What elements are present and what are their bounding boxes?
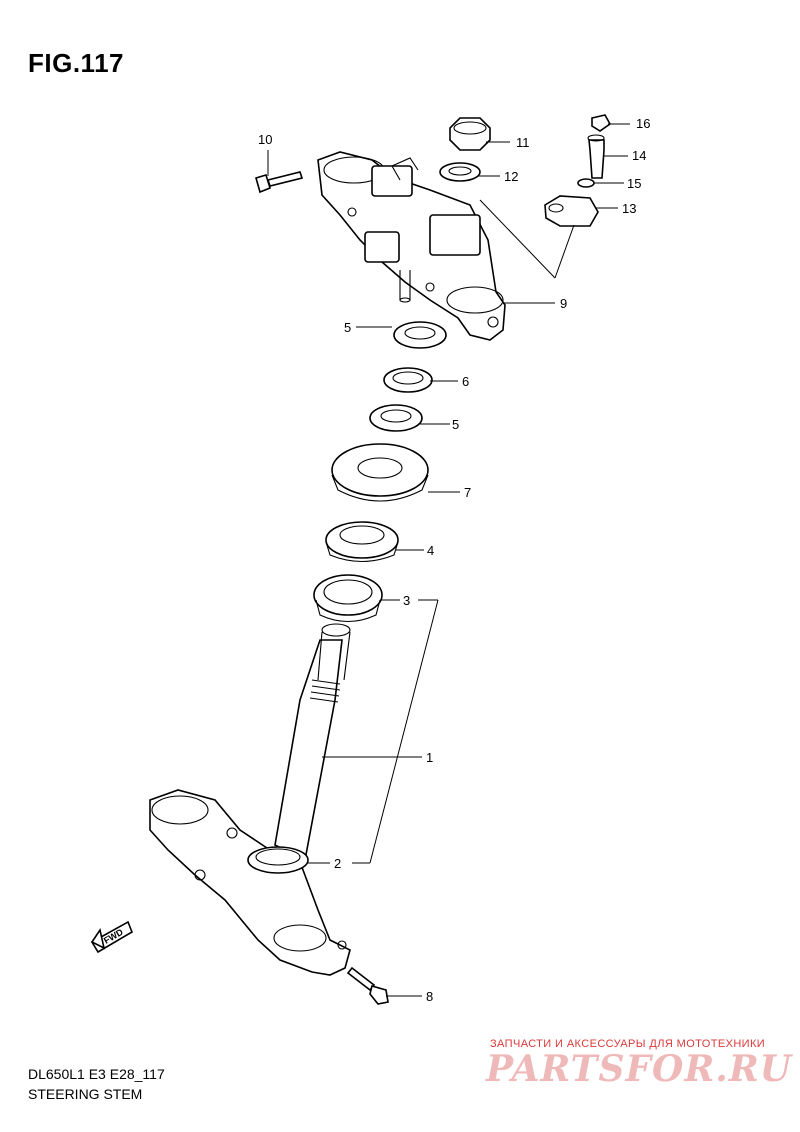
pinch-bolt-upper [255, 171, 304, 194]
stem-washer [439, 162, 481, 182]
lower-bearing [313, 574, 383, 623]
figure-title: FIG.117 [28, 48, 124, 78]
lock-washer [383, 367, 433, 393]
model-code: DL650L1 E3 E28_117 [28, 1066, 165, 1082]
callout-15: 15 [627, 176, 641, 191]
fwd-arrow: FWD [90, 920, 133, 954]
holder-washer [577, 178, 595, 188]
watermark-tagline: ЗАПЧАСТИ И АКСЕССУАРЫ ДЛЯ МОТОТЕХНИКИ [490, 1038, 766, 1050]
holder-bolt [587, 134, 605, 179]
callout-5-upper: 5 [344, 320, 351, 335]
section-name: STEERING STEM [28, 1086, 143, 1102]
upper-bracket [317, 151, 506, 341]
callout-numbers: 10 11 12 16 14 15 13 9 5 6 5 7 4 3 1 2 8 [258, 116, 650, 1004]
stem-nut [449, 117, 491, 151]
callout-4: 4 [427, 543, 434, 558]
callout-11: 11 [516, 135, 530, 150]
callout-9: 9 [560, 296, 567, 311]
steering-nut-lower [369, 404, 423, 432]
pinch-bolt-lower [346, 966, 389, 1005]
callout-10: 10 [258, 132, 272, 147]
callout-3: 3 [403, 593, 410, 608]
callout-13: 13 [622, 201, 636, 216]
upper-bearing [325, 521, 399, 562]
steering-nut-upper [393, 321, 447, 349]
callout-14: 14 [632, 148, 646, 163]
callout-5-lower: 5 [452, 417, 459, 432]
steering-stem [149, 623, 351, 976]
callout-1: 1 [426, 750, 433, 765]
handlebar-holder [544, 195, 599, 227]
callout-8: 8 [426, 989, 433, 1004]
stem-cover [331, 443, 429, 502]
callout-2: 2 [334, 856, 341, 871]
callout-12: 12 [504, 169, 518, 184]
callout-6: 6 [462, 374, 469, 389]
callout-16: 16 [636, 116, 650, 131]
watermark-brand: PARTSFOR.RU [486, 1048, 793, 1090]
dust-seal [247, 846, 309, 874]
leader-lines [267, 123, 630, 997]
callout-7: 7 [464, 485, 471, 500]
bolt-cap [591, 114, 612, 132]
